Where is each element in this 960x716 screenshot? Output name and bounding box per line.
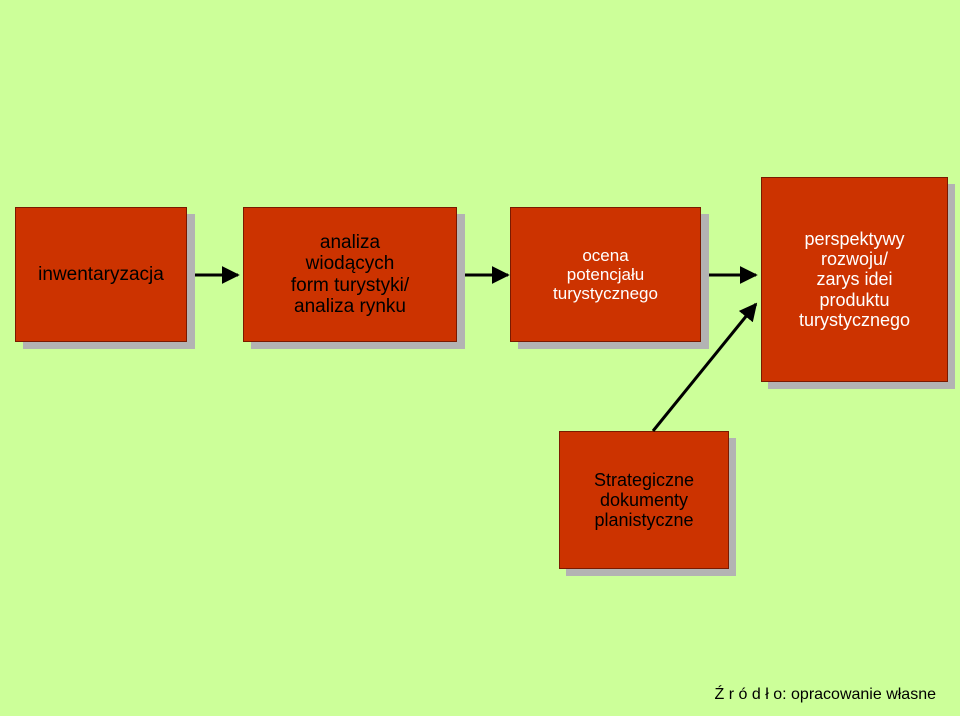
node-dokumenty: Strategiczne dokumenty planistyczne — [559, 431, 729, 569]
source-note: Ź r ó d ł o: opracowanie własne — [714, 686, 936, 703]
node-inwentaryzacja-label: inwentaryzacja — [38, 263, 164, 285]
node-analiza: analiza wiodących form turystyki/ analiz… — [243, 207, 457, 342]
node-ocena: ocena potencjału turystycznego — [510, 207, 701, 342]
node-perspektywy: perspektywy rozwoju/ zarys idei produktu… — [761, 177, 948, 382]
node-dokumenty-label: Strategiczne dokumenty planistyczne — [593, 469, 695, 531]
node-inwentaryzacja: inwentaryzacja — [15, 207, 187, 342]
node-analiza-label: analiza wiodących form turystyki/ analiz… — [290, 231, 410, 317]
node-perspektywy-label: perspektywy rozwoju/ zarys idei produktu… — [798, 229, 911, 330]
node-ocena-label: ocena potencjału turystycznego — [553, 245, 658, 304]
